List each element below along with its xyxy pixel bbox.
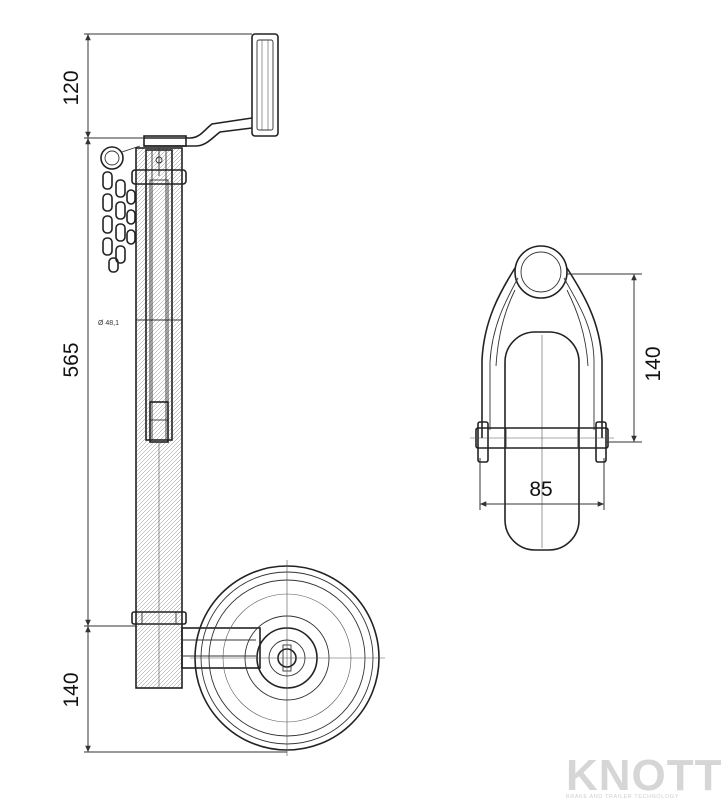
dimension-front-height: 140: [642, 346, 665, 381]
wheel-side: [190, 560, 385, 756]
support-tube: [131, 147, 187, 689]
wheel-fork: [181, 627, 261, 669]
dimension-wheel-height: 140: [60, 672, 83, 707]
dimension-handle-height: 120: [60, 70, 83, 105]
height-dimensions: [84, 33, 287, 753]
crank-handle: [143, 33, 279, 147]
side-view: Ø 48,1: [60, 33, 385, 756]
front-view: [470, 245, 642, 551]
tube-diameter-label: Ø 48,1: [98, 320, 119, 327]
dimension-wheel-width: 85: [529, 478, 552, 501]
svg-text:BRAKE AND TRAILER TECHNOLOGY: BRAKE AND TRAILER TECHNOLOGY: [566, 794, 679, 800]
knott-logo: KNOTT BRAKE AND TRAILER TECHNOLOGY: [566, 751, 723, 800]
svg-text:KNOTT: KNOTT: [566, 751, 723, 800]
safety-chain: [100, 145, 141, 273]
dimension-tube-length: 565: [60, 342, 83, 377]
